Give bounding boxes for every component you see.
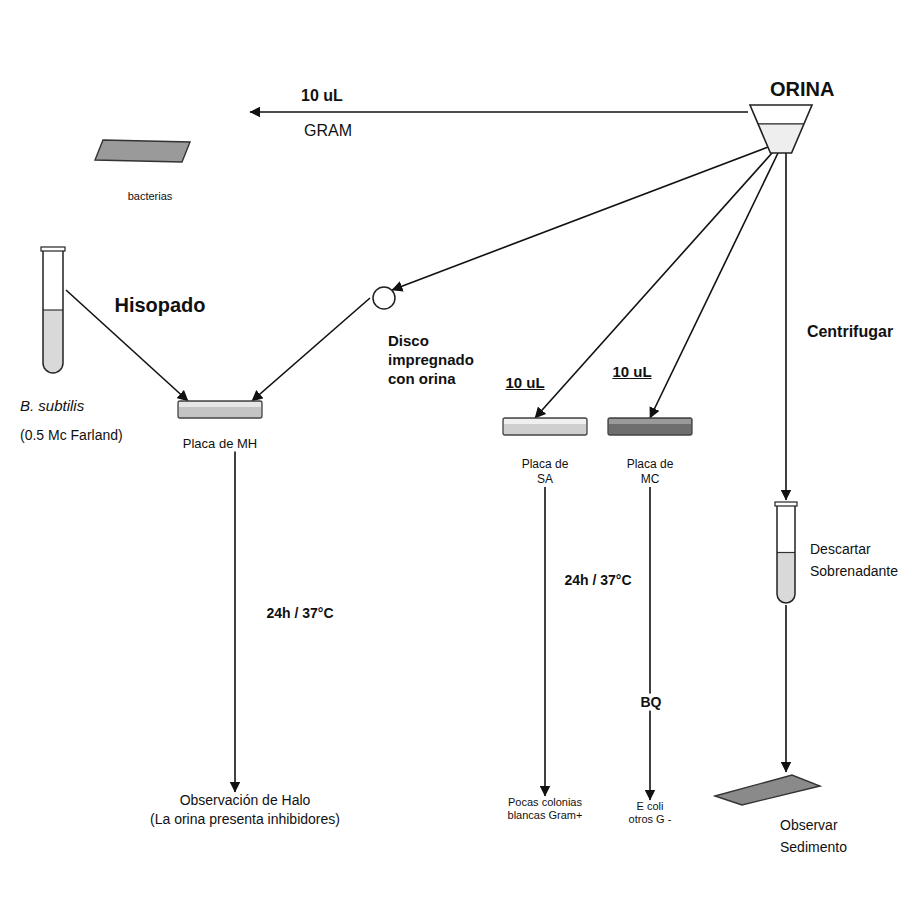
node-text: Pocas colonias blancas Gram+	[495, 796, 595, 822]
paper-disc	[373, 287, 395, 309]
mh-plate-shape	[170, 398, 270, 422]
liquid-level	[777, 552, 795, 553]
liquid-level	[758, 123, 804, 124]
step-label: GRAM	[302, 121, 354, 140]
connector-group	[66, 112, 786, 800]
node-text: Placa de MH	[170, 436, 270, 452]
urine-cup: ORINA	[748, 103, 814, 155]
sediment-slide-shape	[712, 772, 872, 808]
node-text: (0.5 Mc Farland)	[20, 427, 170, 444]
result-text: E coli otros G -	[615, 800, 685, 826]
glass-slide	[95, 140, 190, 162]
node-text: Observar Sedimento	[780, 814, 875, 859]
edge-label: 24h / 37°C	[264, 605, 335, 622]
plate-lid	[504, 419, 586, 424]
sa-plate: Placa de SA	[495, 415, 595, 487]
node-text: E coli otros G -	[623, 800, 677, 826]
sa-plate-shape	[495, 415, 595, 439]
flow-arrow	[544, 487, 546, 796]
text-block: ORINA	[770, 77, 834, 101]
edge-label: BQ	[639, 694, 664, 711]
bsubtilis-tube: B. subtilis(0.5 Mc Farland)	[40, 245, 66, 375]
flow-arrow	[535, 153, 772, 418]
text-block: Pocas colonias blancas Gram+	[495, 796, 595, 822]
plate-lid	[179, 402, 261, 407]
node-text: Disco impregnado con orina	[388, 332, 483, 388]
liquid-level	[43, 309, 63, 310]
text-block: bacterias	[100, 190, 200, 203]
text-block: E coli otros G -	[623, 800, 677, 826]
petri-plate	[608, 418, 692, 435]
edge-label: Centrifugar	[805, 322, 895, 341]
tube-liquid	[777, 553, 795, 603]
flow-arrow	[250, 111, 748, 113]
text-block: Descartar Sobrenadante	[810, 538, 905, 583]
text-block: B. subtilis (0.5 Mc Farland)	[20, 397, 170, 444]
text-block: Observar Sedimento	[780, 814, 875, 859]
edge-label: Hisopado	[112, 293, 207, 317]
bsubtilis-tube-shape	[40, 245, 66, 375]
flow-arrow	[649, 487, 651, 800]
mc-plate-shape	[600, 415, 700, 439]
mc-plate: Placa de MC	[600, 415, 700, 487]
text-block: Placa de SA	[517, 457, 573, 487]
flow-arrow	[392, 147, 768, 290]
node-text: B. subtilis	[20, 397, 170, 415]
urine-disc: Disco impregnado con orina	[370, 284, 485, 388]
edge-label: 10 uL	[610, 363, 653, 381]
tube-rim	[41, 247, 65, 251]
petri-plate	[178, 401, 262, 418]
text-block: Placa de MC	[622, 457, 678, 487]
flow-arrow	[785, 605, 787, 772]
tube-rim	[775, 502, 797, 506]
urine-cup-shape	[748, 103, 814, 155]
flow-arrow	[234, 452, 236, 792]
node-text: (La orina presenta inhibidores)	[150, 811, 340, 828]
flow-arrow	[785, 153, 787, 500]
cup-outline	[750, 105, 812, 153]
sediment-slide: Observar Sedimento	[712, 772, 872, 859]
step-label: 24h / 37°C	[562, 572, 633, 589]
node-text: Placa de SA	[517, 457, 573, 487]
node-text: Placa de MC	[622, 457, 678, 487]
node-text: Observación de Halo	[150, 792, 340, 809]
node-text: Descartar Sobrenadante	[810, 538, 905, 583]
text-block: Placa de MH	[170, 436, 270, 452]
edge-label: 10 uL	[503, 374, 546, 392]
node-text: ORINA	[770, 77, 834, 101]
tube-liquid	[43, 310, 63, 373]
centrifuge-tube-shape	[774, 500, 798, 605]
glass-slide	[715, 775, 820, 805]
centrifuge-tube: Descartar Sobrenadante	[774, 500, 798, 605]
gram-slide: bacterias	[88, 100, 250, 203]
tube-outline	[777, 506, 795, 603]
edge-label: 10 uL	[299, 86, 345, 105]
flow-arrow	[650, 153, 778, 418]
result-text: Observación de Halo (La orina presenta in…	[150, 792, 340, 828]
node-text: bacterias	[100, 190, 200, 203]
urine-disc-shape	[370, 284, 398, 312]
plate-lid	[609, 419, 691, 424]
flow-arrow	[252, 298, 370, 401]
text-block: Observación de Halo (La orina presenta in…	[150, 792, 340, 828]
gram-slide-shape	[88, 100, 250, 164]
result-text: Pocas colonias blancas Gram+	[480, 796, 610, 822]
petri-plate	[503, 418, 587, 435]
tube-outline	[43, 251, 63, 373]
text-block: Disco impregnado con orina	[388, 332, 483, 388]
mh-plate: Placa de MH	[170, 398, 270, 452]
